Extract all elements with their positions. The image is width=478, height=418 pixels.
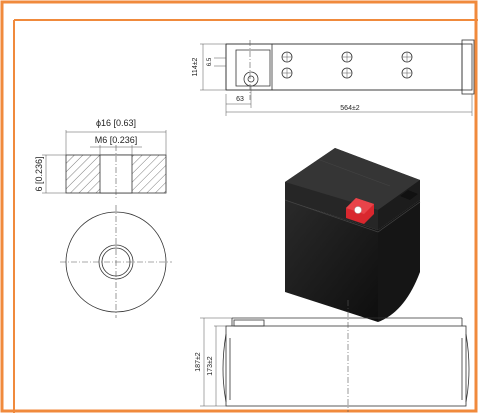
dim-thickness-label: 6 [0.236] bbox=[34, 156, 44, 191]
dim-length-label: 564±2 bbox=[340, 105, 360, 112]
dim-diameter-label: ϕ16 [0.63] bbox=[96, 118, 136, 128]
battery-3d-icon bbox=[284, 148, 421, 322]
front-view: 187±2 173±2 bbox=[195, 300, 470, 412]
terminal-section: ϕ16 [0.63] M6 [0.236] 6 [0.236] bbox=[34, 118, 167, 200]
dim-body-height-label: 173±2 bbox=[207, 356, 214, 376]
dim-offset-label: 63 bbox=[236, 96, 244, 103]
dim-thread-label: M6 [0.236] bbox=[95, 135, 138, 145]
dim-small-label: 6.5 bbox=[207, 57, 213, 66]
dim-height-label: 114±2 bbox=[192, 57, 199, 76]
terminal-top-view bbox=[60, 205, 172, 318]
top-view: 114±2 6.5 63 564±2 bbox=[192, 39, 475, 116]
mounting-holes bbox=[281, 51, 413, 79]
dim-total-height-label: 187±2 bbox=[195, 352, 202, 372]
terminal-bolt-icon bbox=[243, 71, 259, 87]
